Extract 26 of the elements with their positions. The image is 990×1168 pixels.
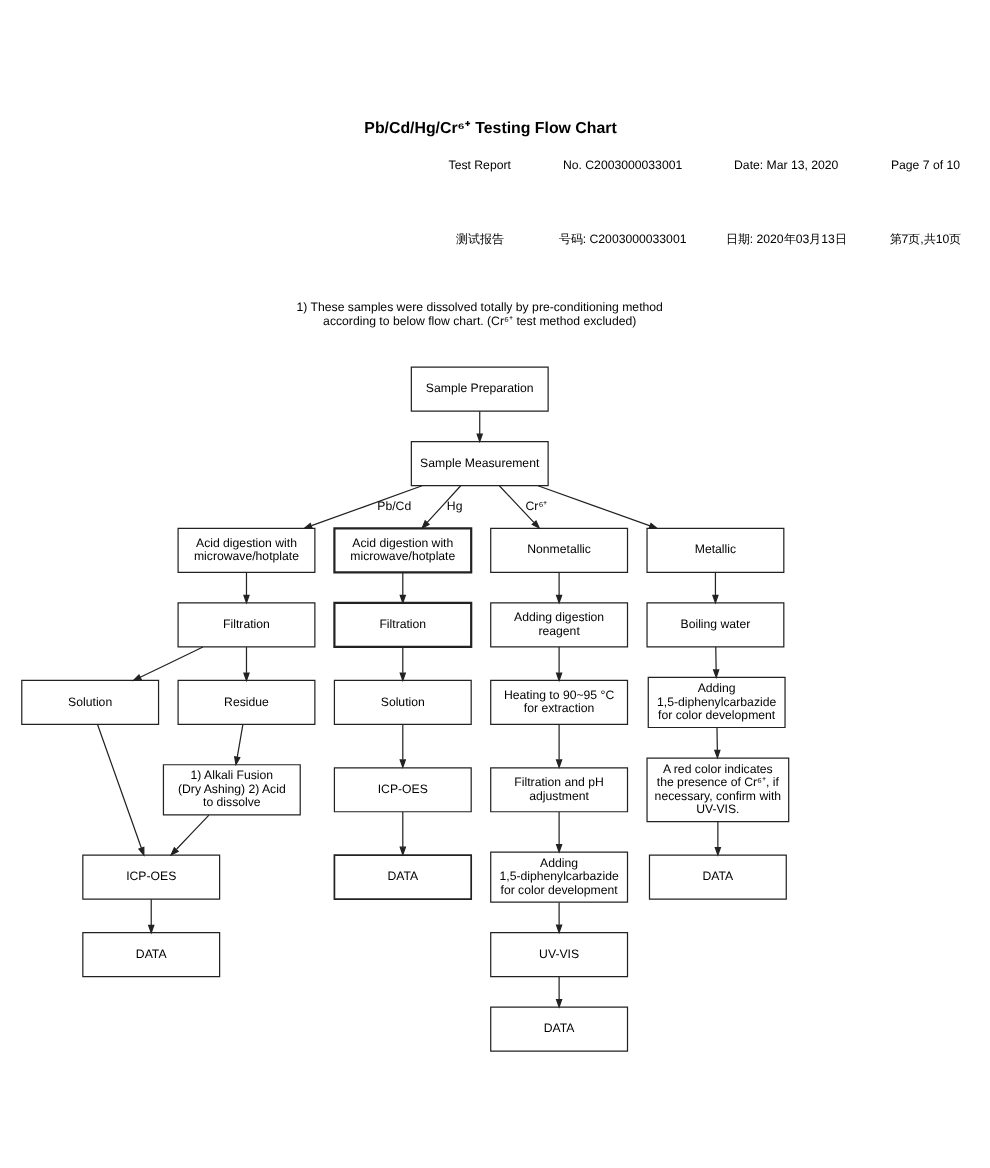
arrow — [555, 811, 563, 854]
arrow — [243, 571, 250, 605]
arrow — [233, 724, 244, 767]
arrow — [96, 723, 145, 857]
arrow — [476, 410, 484, 444]
arrow — [712, 571, 719, 605]
arrow — [243, 646, 250, 683]
arrow — [555, 724, 563, 770]
arrow — [399, 724, 407, 770]
arrow — [555, 901, 563, 935]
arrow — [399, 811, 407, 857]
arrow — [555, 976, 563, 1009]
arrow — [498, 485, 541, 530]
arrow — [399, 646, 407, 683]
arrow — [713, 727, 721, 760]
arrow — [147, 898, 155, 935]
arrow — [714, 821, 722, 857]
arrow — [555, 571, 563, 605]
arrow — [169, 814, 210, 857]
arrow — [712, 646, 720, 680]
arrow — [555, 646, 563, 683]
arrow — [302, 485, 423, 529]
arrow — [131, 646, 204, 682]
arrow — [420, 485, 462, 530]
arrow — [399, 571, 407, 605]
arrow — [537, 485, 659, 529]
